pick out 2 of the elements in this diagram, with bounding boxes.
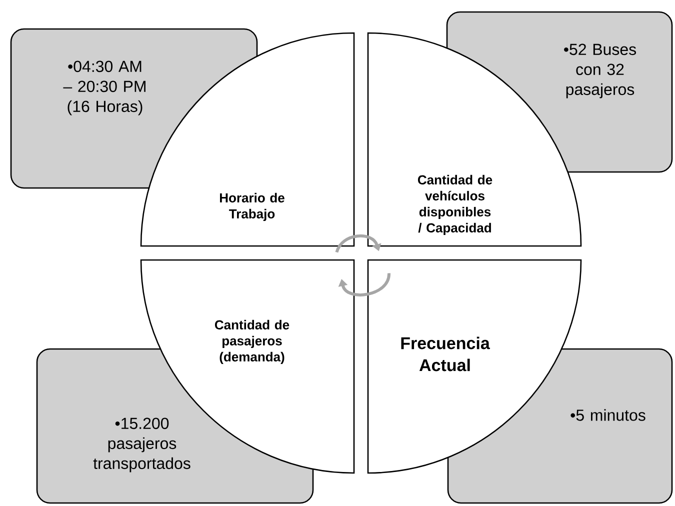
cycle-arrow — [335, 234, 382, 253]
cycle-arrow — [338, 273, 390, 296]
